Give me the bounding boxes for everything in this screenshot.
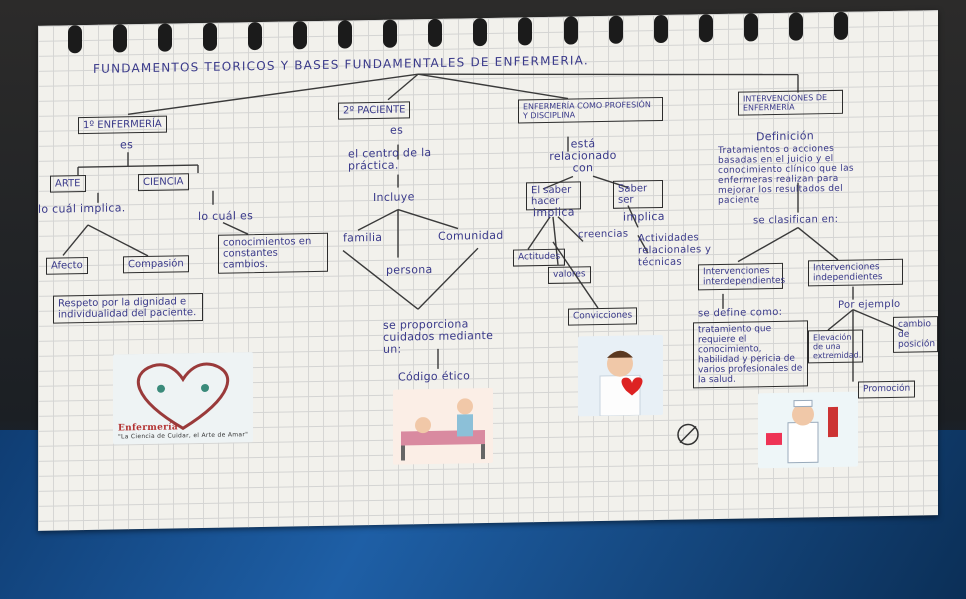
box-actitudes: Actitudes <box>513 248 566 267</box>
heading-profesion: ENFERMERÍA COMO PROFESIÓN Y DISCIPLINA <box>518 96 663 124</box>
label-familia: familia <box>343 230 383 245</box>
label-creencias: creencias <box>578 228 629 241</box>
notebook-page: FUNDAMENTOS TEORICOS Y BASES FUNDAMENTAL… <box>38 10 938 531</box>
label-relacionado: está relacionado con <box>549 137 617 175</box>
ring <box>833 11 848 40</box>
ring <box>653 14 668 44</box>
ring <box>68 25 82 54</box>
box-arte: ARTE <box>50 175 86 193</box>
heading-enfermeria: 1º ENFERMERÍA <box>78 115 167 135</box>
medical-items-image <box>758 391 858 469</box>
label-implica2: implica <box>623 209 665 224</box>
box-ciencia: CIENCIA <box>138 173 189 192</box>
ring <box>248 21 263 51</box>
heart-icon <box>136 362 230 431</box>
patient-bed-image <box>393 387 493 465</box>
ring <box>293 21 308 50</box>
hand-drawing-icon <box>677 423 699 446</box>
ring <box>698 14 713 43</box>
ring <box>608 15 623 44</box>
label-incluye: Incluye <box>373 190 415 205</box>
concept-map-lines <box>62 73 904 382</box>
heading-paciente: 2º PACIENTE <box>338 101 411 120</box>
label-persona: persona <box>386 262 433 277</box>
ring <box>518 17 533 46</box>
box-compasion: Compasión <box>123 255 189 274</box>
box-afecto: Afecto <box>46 256 88 275</box>
enfermeria-logo-image: Enfermería "La Ciencia de Cuidar, el Art… <box>113 352 253 445</box>
label-comunidad: Comunidad <box>438 228 504 243</box>
label-implica1: implica <box>533 205 575 220</box>
label-se-define: se define como: <box>698 306 783 320</box>
label-definicion: Definición <box>756 129 814 144</box>
ring <box>428 18 443 48</box>
ring <box>743 13 758 42</box>
ring <box>563 16 578 45</box>
box-tratamiento: tratamiento que requiere el conocimiento… <box>693 320 808 389</box>
box-convicciones: Convicciones <box>568 307 638 326</box>
ring <box>473 18 488 47</box>
box-respeto: Respeto por la dignidad e individualidad… <box>53 292 203 324</box>
ring <box>383 19 398 48</box>
box-saber-ser: Saber ser <box>613 179 663 209</box>
box-elevacion: Elevación de una extremidad. <box>808 329 863 364</box>
box-independientes: Intervenciones independientes <box>808 258 903 287</box>
ring <box>113 24 128 53</box>
box-valores: valores <box>548 266 591 284</box>
label-es2: es <box>390 123 404 137</box>
box-promocion: Promoción <box>858 380 916 399</box>
box-conocimientos: conocimientos en constantes cambios. <box>218 232 328 274</box>
label-es: es <box>120 138 134 152</box>
ring <box>203 22 218 51</box>
heading-intervenciones: INTERVENCIONES DE ENFERMERÍA <box>738 89 843 116</box>
label-se-proporciona: se proporciona cuidados mediante un: <box>383 317 494 356</box>
label-lo-cual-es: lo cuál es <box>198 209 254 224</box>
nurse-image <box>578 334 663 417</box>
box-cambio: cambio de posición <box>893 316 938 353</box>
label-lo-cual-implica: lo cuál implica. <box>38 201 126 216</box>
label-se-clasifican: se clasifican en: <box>753 213 839 227</box>
ring <box>788 12 803 41</box>
label-codigo-etico: Código ético <box>398 369 471 384</box>
label-centro: el centro de la práctica. <box>348 145 432 173</box>
box-interdependientes: Intervenciones interdependientes <box>698 262 785 291</box>
label-por-ejemplo: Por ejemplo <box>838 298 901 311</box>
ring <box>338 20 353 49</box>
ring <box>158 23 173 52</box>
label-def-text: Tratamientos o acciones basadas en el ju… <box>718 143 854 206</box>
